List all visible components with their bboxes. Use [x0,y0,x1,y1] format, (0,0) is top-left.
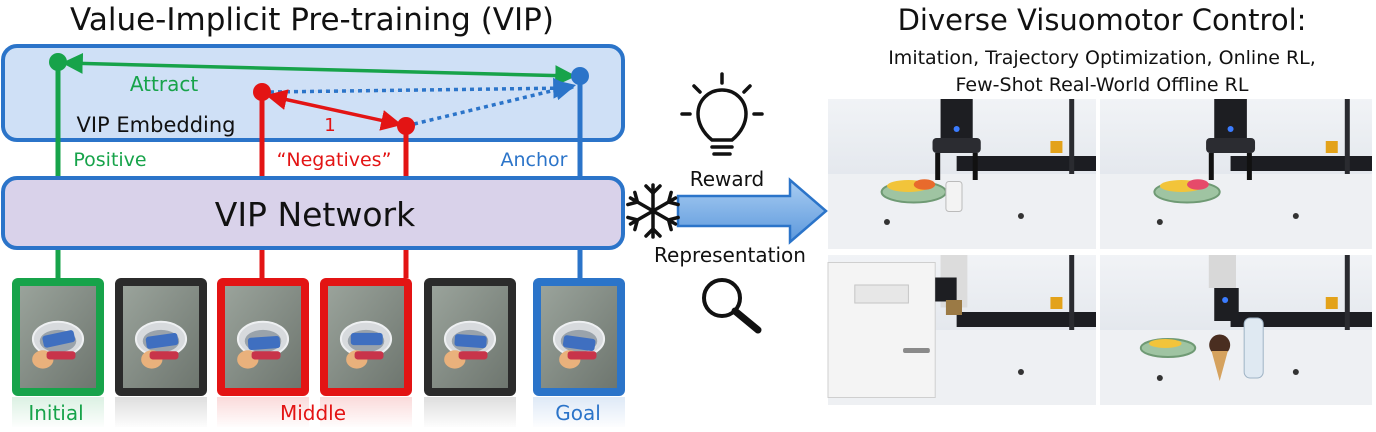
robot-photo-grid [827,99,1372,405]
transfer-arrow [676,177,828,245]
magnifier-icon [702,278,762,334]
left-title: Value-Implicit Pre-training (VIP) [70,2,554,38]
right-title: Diverse Visuomotor Control: [898,3,1307,37]
anchor-label: Anchor [501,149,568,171]
attract-label: Attract [130,72,198,96]
snowflake-icon [626,183,680,239]
robot-photo-3 [827,255,1096,405]
negatives-label: “Negatives” [277,149,392,171]
video-frames [10,278,627,429]
one-label: 1 [324,115,335,136]
positive-label: Positive [73,149,146,171]
reward-label: Reward [690,167,764,191]
anchor-dot [571,67,589,85]
middle-label: Middle [280,401,346,425]
frame-middle-3 [217,278,309,396]
robot-photo-1 [828,99,1096,249]
frame-goal-6 [533,278,625,396]
representation-label: Representation [654,243,806,267]
dotted-arrow-lower [413,79,577,126]
robot-photo-4 [1100,255,1372,405]
frame-initial-1 [12,278,104,396]
network-label: VIP Network [215,195,416,234]
embedding-label: VIP Embedding [76,113,235,137]
frame-other-5 [424,278,516,396]
negative-dot-2 [397,117,415,135]
frame-middle-4 [320,278,412,396]
attract-arrow [61,52,577,87]
right-subtitle-line1: Imitation, Trajectory Optimization, Onli… [888,47,1316,69]
positive-dot [49,53,67,71]
repel-arrow [265,89,403,131]
right-subtitle-line2: Few-Shot Real-World Offline RL [956,74,1249,96]
negative-dot-1 [253,83,271,101]
lightbulb-icon [680,72,764,156]
robot-photo-2 [1100,99,1372,249]
goal-label: Goal [555,401,601,425]
network-box [1,176,625,250]
frame-other-2 [115,278,207,396]
initial-label: Initial [28,401,83,425]
